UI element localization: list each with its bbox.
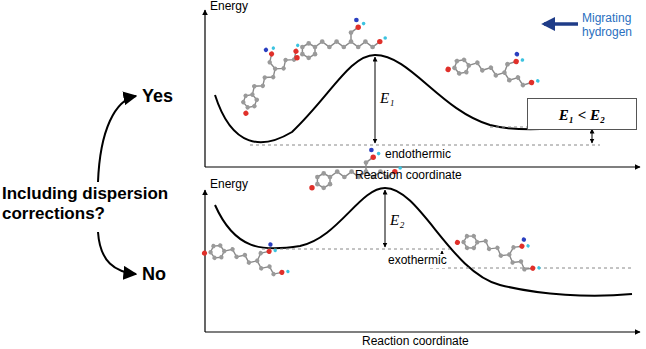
axis-label: Energy [210, 0, 248, 14]
answer: Yes [142, 86, 173, 107]
energy-symbol: E₁ [380, 90, 394, 107]
answer: No [142, 264, 166, 285]
comparison-text: E₁ < E₂ [559, 107, 606, 124]
axis-label: Reaction coordinate [355, 169, 462, 183]
energy-symbol: E₂ [390, 212, 404, 229]
reaction-type: exothermic [387, 254, 448, 268]
question: Including dispersion corrections? [2, 184, 198, 223]
reaction-type: endothermic [384, 148, 452, 162]
comparison-box: E₁ < E₂ [527, 98, 637, 130]
axis-label: Energy [210, 178, 248, 192]
annotation: Migrating hydrogen [582, 12, 644, 40]
axis-label: Reaction coordinate [362, 335, 469, 349]
